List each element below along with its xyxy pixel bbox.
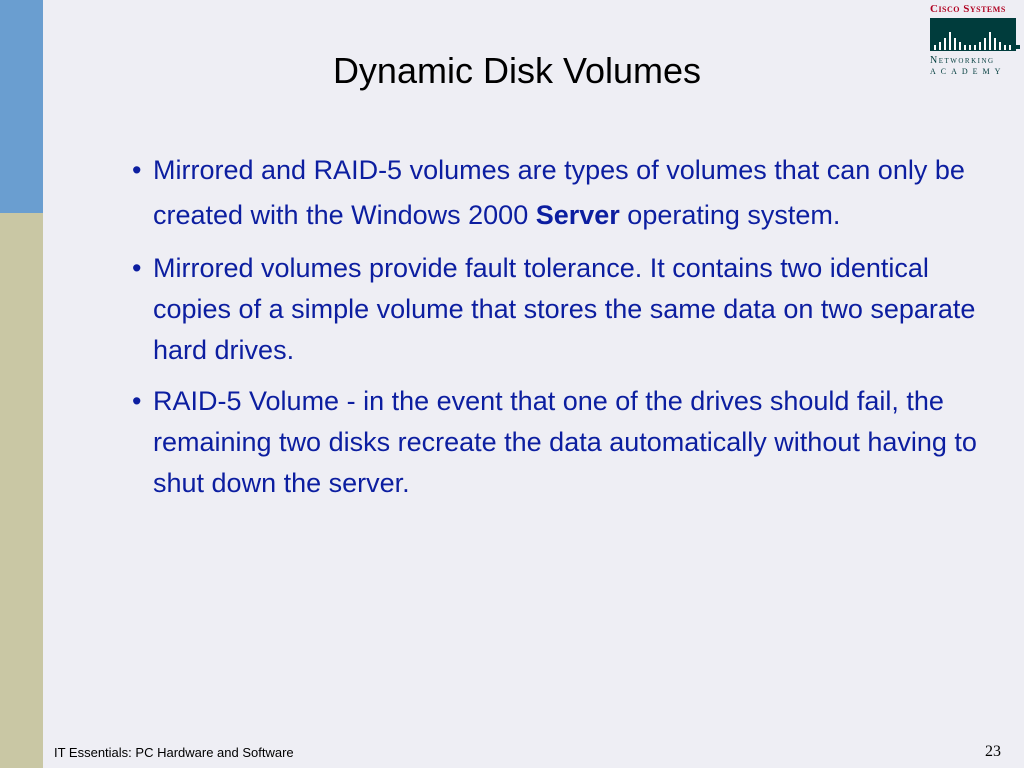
sidebar-accent-tan (0, 213, 43, 768)
slide-page-number: 23 (985, 743, 1001, 760)
bullet-text: Mirrored volumes provide fault tolerance… (153, 253, 976, 365)
bullet-dot: • (132, 386, 142, 416)
bullet-item: • Mirrored volumes provide fault toleranc… (132, 248, 992, 371)
slide-content: • Mirrored and RAID-5 volumes are types o… (132, 148, 992, 514)
footer-course-title: IT Essentials: PC Hardware and Software (54, 745, 294, 760)
logo-line-cisco-systems: Cisco Systems (930, 3, 1006, 15)
logo-line-academy: Academy (930, 67, 1020, 76)
logo-academy-text: Academy (930, 67, 1006, 76)
slide-title: Dynamic Disk Volumes (332, 50, 702, 91)
sidebar-accent-blue (0, 0, 43, 213)
bullet-item: • Mirrored and RAID-5 volumes are types o… (132, 148, 992, 238)
bullet-text-end: operating system. (619, 200, 841, 230)
bullet-text: Mirrored and RAID-5 volumes are types of… (153, 155, 965, 230)
logo-line-networking: Networking (930, 55, 995, 66)
bullet-text: RAID-5 Volume - in the event that one of… (153, 386, 977, 498)
bullet-bold-text: Server (535, 200, 620, 230)
cisco-bridge-icon (930, 18, 1020, 51)
cisco-networking-academy-logo: Cisco Systems Networking Academy (930, 3, 1020, 76)
bullet-item: • RAID-5 Volume - in the event that one o… (132, 381, 992, 504)
bullet-dot: • (132, 253, 142, 283)
bullet-dot: • (132, 155, 142, 185)
